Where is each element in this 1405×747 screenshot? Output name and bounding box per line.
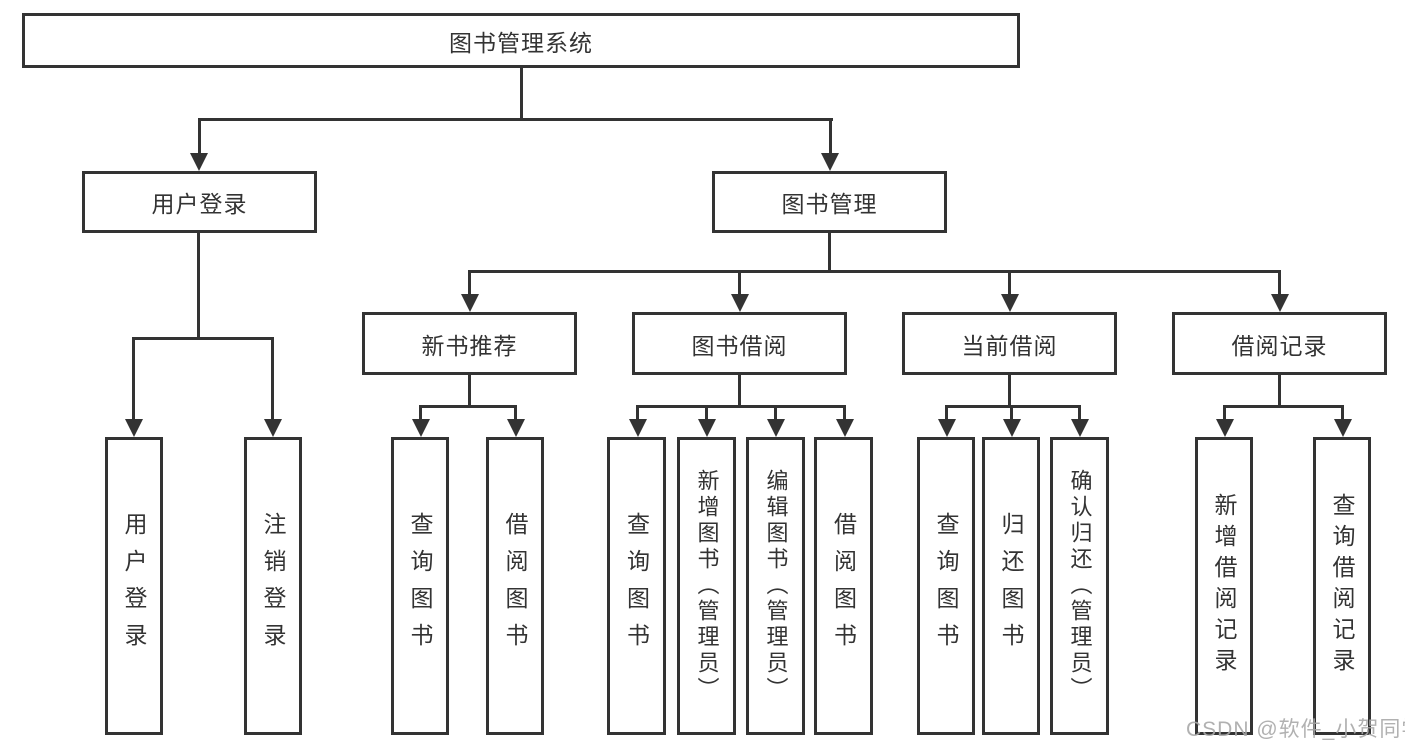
connector-arrow-shaft-nb-query [419, 405, 422, 423]
connector-cb-stem [1008, 375, 1011, 407]
arrowhead-current-borrow [1001, 294, 1019, 312]
node-current-borrow: 当前借阅 [902, 312, 1117, 375]
leaf-nb-borrow-book-label: 借阅图书 [502, 512, 528, 660]
connector-arrow-shaft-leaf-logout [271, 337, 274, 421]
leaf-cb-return-book: 归还图书 [982, 437, 1040, 735]
leaf-cb-confirm-return-admin-label: 确认归还（管理员） [1067, 469, 1093, 703]
node-current-borrow-label: 当前借阅 [961, 332, 1058, 359]
connector-level3-bus [469, 270, 1281, 273]
node-root: 图书管理系统 [22, 13, 1020, 68]
leaf-br-query-record: 查询借阅记录 [1313, 437, 1371, 735]
arrowhead-nb-query [412, 419, 430, 437]
arrowhead-user-login [190, 153, 208, 171]
node-borrow-record: 借阅记录 [1172, 312, 1387, 375]
connector-arrow-shaft-cb-return [1010, 405, 1013, 423]
leaf-cb-confirm-return-admin: 确认归还（管理员） [1050, 437, 1109, 735]
connector-arrow-shaft-bb-edit [774, 405, 777, 423]
arrowhead-leaf-user-login [125, 419, 143, 437]
connector-cb-split [945, 405, 1081, 408]
connector-level2-bus [198, 118, 833, 121]
connector-arrow-shaft-new-book-recommend [468, 270, 471, 298]
leaf-br-add-record-label: 新增借阅记录 [1211, 493, 1237, 679]
node-book-borrow: 图书借阅 [632, 312, 847, 375]
connector-bb-stem [738, 375, 741, 407]
arrowhead-cb-return [1003, 419, 1021, 437]
connector-arrow-shaft-bb-add [705, 405, 708, 423]
connector-root-trunk [520, 68, 523, 120]
leaf-user-login-label: 用户登录 [121, 512, 147, 660]
leaf-bb-edit-book-admin: 编辑图书（管理员） [746, 437, 805, 735]
connector-arrow-shaft-user-login [198, 118, 201, 157]
connector-br-stem [1278, 375, 1281, 407]
node-borrow-record-label: 借阅记录 [1231, 332, 1328, 359]
arrowhead-br-add [1216, 419, 1234, 437]
leaf-nb-borrow-book: 借阅图书 [486, 437, 544, 735]
node-user-login-label: 用户登录 [151, 191, 248, 217]
connector-arrow-shaft-br-query [1341, 405, 1344, 423]
leaf-br-add-record: 新增借阅记录 [1195, 437, 1253, 735]
connector-book-management-stem [828, 233, 831, 272]
node-book-management: 图书管理 [712, 171, 947, 233]
leaf-bb-borrow-book-label: 借阅图书 [830, 512, 857, 660]
leaf-bb-query-book: 查询图书 [607, 437, 666, 735]
node-book-borrow-label: 图书借阅 [691, 332, 788, 359]
arrowhead-bb-borrow [836, 419, 854, 437]
connector-arrow-shaft-book-borrow [738, 270, 741, 298]
connector-arrow-shaft-leaf-user-login [132, 337, 135, 421]
connector-nb-stem [468, 375, 471, 407]
arrowhead-bb-edit [767, 419, 785, 437]
arrowhead-cb-confirm [1071, 419, 1089, 437]
connector-arrow-shaft-bb-query [636, 405, 639, 423]
arrowhead-new-book-recommend [461, 294, 479, 312]
connector-arrow-shaft-cb-confirm [1078, 405, 1081, 423]
leaf-bb-add-book-admin-label: 新增图书（管理员） [694, 469, 720, 703]
connector-arrow-shaft-br-add [1223, 405, 1226, 423]
leaf-nb-query-book: 查询图书 [391, 437, 449, 735]
leaf-br-query-record-label: 查询借阅记录 [1329, 493, 1355, 679]
connector-arrow-shaft-bb-borrow [843, 405, 846, 423]
connector-br-split [1223, 405, 1344, 408]
node-new-book-recommend-label: 新书推荐 [421, 332, 518, 359]
leaf-bb-query-book-label: 查询图书 [623, 512, 650, 660]
connector-nb-split [419, 405, 517, 408]
csdn-watermark: CSDN @软件_小贺同学 [1186, 718, 1405, 741]
arrowhead-bb-query [629, 419, 647, 437]
connector-arrow-shaft-borrow-record [1278, 270, 1281, 298]
node-book-management-label: 图书管理 [781, 191, 878, 217]
connector-arrow-shaft-cb-query [945, 405, 948, 423]
arrowhead-book-borrow [731, 294, 749, 312]
arrowhead-nb-borrow [507, 419, 525, 437]
node-user-login: 用户登录 [82, 171, 317, 233]
leaf-cb-query-book: 查询图书 [917, 437, 975, 735]
arrowhead-br-query [1334, 419, 1352, 437]
arrowhead-bb-add [698, 419, 716, 437]
leaf-bb-borrow-book: 借阅图书 [814, 437, 873, 735]
arrowhead-leaf-logout [264, 419, 282, 437]
connector-arrow-shaft-nb-borrow [514, 405, 517, 423]
leaf-bb-edit-book-admin-label: 编辑图书（管理员） [763, 469, 789, 703]
leaf-cb-return-book-label: 归还图书 [998, 512, 1024, 660]
arrowhead-book-management [821, 153, 839, 171]
node-root-label: 图书管理系统 [449, 29, 593, 56]
leaf-nb-query-book-label: 查询图书 [407, 512, 433, 660]
leaf-user-login: 用户登录 [105, 437, 163, 735]
leaf-bb-add-book-admin: 新增图书（管理员） [677, 437, 736, 735]
leaf-logout: 注销登录 [244, 437, 302, 735]
connector-arrow-shaft-book-management [829, 118, 832, 157]
node-new-book-recommend: 新书推荐 [362, 312, 577, 375]
connector-arrow-shaft-current-borrow [1008, 270, 1011, 298]
connector-user-login-stem [197, 233, 200, 337]
leaf-cb-query-book-label: 查询图书 [933, 512, 959, 660]
connector-bb-split [636, 405, 846, 408]
leaf-logout-label: 注销登录 [260, 512, 286, 660]
connector-user-login-split [133, 337, 274, 340]
arrowhead-cb-query [938, 419, 956, 437]
arrowhead-borrow-record [1271, 294, 1289, 312]
